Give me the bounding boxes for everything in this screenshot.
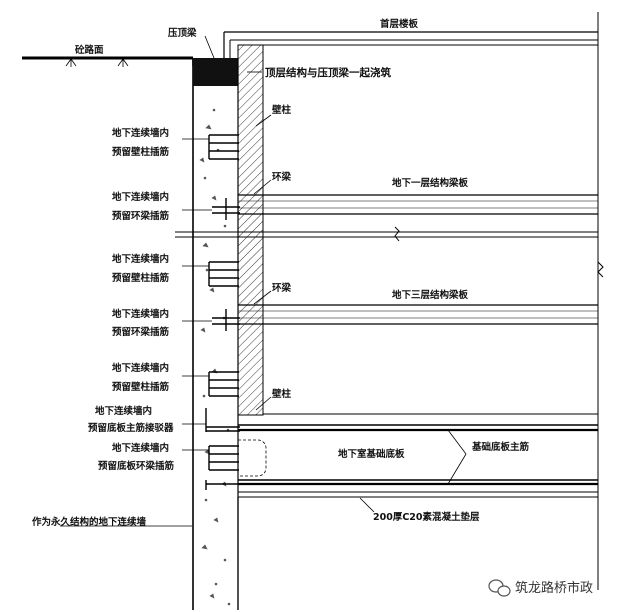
left-note-4-line1: 地下连续墙内 — [112, 308, 169, 320]
left-note-6-line1: 地下连续墙内 — [95, 405, 152, 417]
wall-column-label-1: 壁柱 — [272, 104, 292, 116]
permanent-wall-label: 作为永久结构的地下连续墙 — [32, 516, 147, 528]
ring-beam-label-2: 环梁 — [272, 282, 292, 294]
left-note-4-line2: 预留环梁插筋 — [112, 326, 170, 338]
left-note-2-line2: 预留环梁插筋 — [112, 210, 170, 222]
left-note-5-line1: 地下连续墙内 — [112, 362, 169, 374]
base-slab-main-rebar-label: 基础底板主筋 — [471, 441, 530, 453]
ground-surface — [22, 56, 194, 67]
ground-floor-slab-label: 首层楼板 — [380, 18, 419, 30]
diaphragm-wall — [192, 58, 239, 610]
watermark: 筑龙路桥市政 — [488, 579, 593, 597]
c20-cushion-label: 200厚C20素混凝土垫层 — [373, 511, 480, 523]
b1-slab-label: 地下一层结构梁板 — [392, 177, 469, 189]
basement-base-slab-label: 地下室基础底板 — [338, 448, 405, 460]
left-note-3-line1: 地下连续墙内 — [112, 253, 169, 265]
left-note-3-line2: 预留壁柱插筋 — [112, 272, 170, 284]
top-structure-note-label: 顶层结构与压顶梁一起浇筑 — [265, 66, 391, 79]
ground-floor-slab — [223, 31, 598, 58]
left-note-7-line1: 地下连续墙内 — [112, 442, 169, 454]
leader-lines — [60, 35, 467, 527]
crown-beam-label: 压顶梁 — [168, 27, 197, 39]
left-note-6-line2: 预留底板主筋接驳器 — [88, 422, 174, 434]
b3-slab-label: 地下三层结构梁板 — [392, 289, 469, 301]
concrete-speckles — [199, 108, 231, 606]
lining-wall — [237, 44, 264, 416]
left-note-1-line1: 地下连续墙内 — [112, 127, 169, 139]
crown-beam — [193, 58, 238, 86]
left-note-2-line1: 地下连续墙内 — [112, 191, 169, 203]
left-note-1-line2: 预留壁柱插筋 — [112, 146, 170, 158]
wall-column-label-2: 壁柱 — [272, 388, 292, 400]
left-note-7-line2: 预留底板环梁插筋 — [98, 460, 175, 472]
wechat-icon — [488, 579, 511, 597]
b1-slab — [238, 194, 598, 215]
dowel-rebars — [205, 134, 240, 490]
b3-slab — [238, 304, 598, 325]
ring-beam-label-1: 环梁 — [272, 171, 292, 183]
road-surface-label: 砼路面 — [75, 44, 104, 56]
watermark-text: 筑龙路桥市政 — [515, 580, 593, 596]
break-line — [175, 226, 604, 278]
base-slab — [238, 424, 598, 498]
left-note-5-line2: 预留壁柱插筋 — [112, 381, 170, 393]
